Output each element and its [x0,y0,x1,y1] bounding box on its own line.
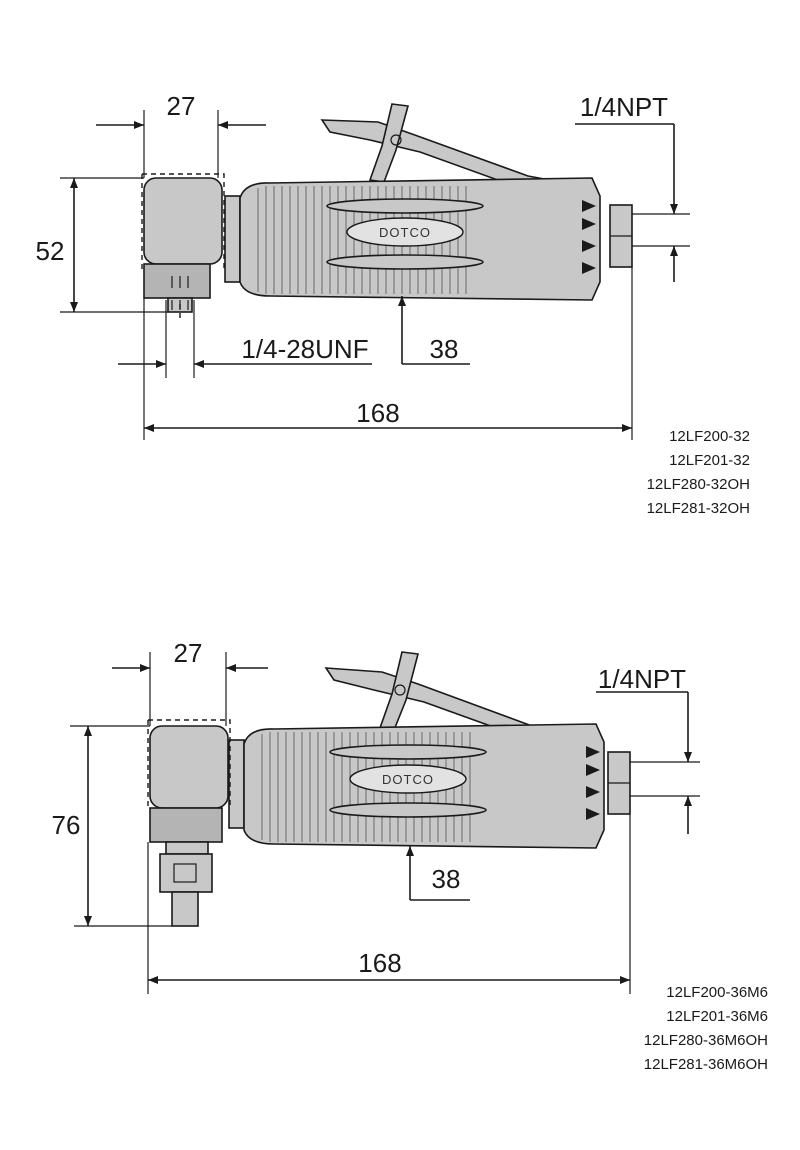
model-list-bottom: 12LF200-36M6 12LF201-36M6 12LF280-36M6OH… [644,984,768,1073]
dim-collet-thread: 1/4-28UNF [241,334,368,364]
model-number: 12LF200-36M6 [666,984,768,1001]
dim-inlet: 1/4NPT [580,92,668,122]
model-list-top: 12LF200-32 12LF201-32 12LF280-32OH 12LF2… [647,428,750,517]
top-drawing: DOTCO 27 [36,91,750,517]
brand-label-plate [349,764,467,794]
dim-inlet: 1/4NPT [598,664,686,694]
tool-body: DOTCO [224,177,633,301]
angle-head [141,173,225,322]
dim-head-width: 27 [174,638,203,668]
dim-grip: 38 [430,334,459,364]
model-number: 12LF201-36M6 [666,1008,768,1025]
dim-length: 168 [358,948,401,978]
model-number: 12LF280-32OH [647,476,750,493]
dim-head-height: 76 [52,810,81,840]
model-number: 12LF281-32OH [647,500,750,517]
model-number: 12LF280-36M6OH [644,1032,768,1049]
model-number: 12LF200-32 [669,428,750,445]
throttle-lever [320,103,568,199]
dim-grip: 38 [432,864,461,894]
dim-length: 168 [356,398,399,428]
brand-label-plate [346,217,464,247]
brand-label: DOTCO [379,225,431,240]
model-number: 12LF201-32 [669,452,750,469]
model-number: 12LF281-36M6OH [644,1056,768,1073]
tool-body: DOTCO [228,723,631,849]
dim-head-height: 52 [36,236,65,266]
bottom-drawing: DOTCO 27 76 38 [52,638,768,1073]
dim-head-width: 27 [167,91,196,121]
brand-label: DOTCO [382,772,434,787]
angle-head [147,719,231,927]
